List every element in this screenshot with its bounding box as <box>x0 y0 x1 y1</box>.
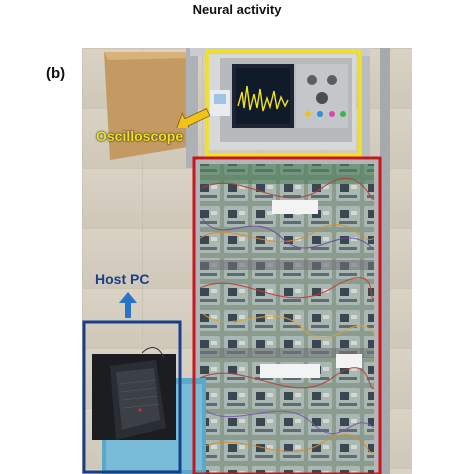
hardware-photo <box>82 48 412 474</box>
panel-label: (b) <box>46 65 66 82</box>
figure-caption: Neural activity <box>192 2 282 17</box>
oscilloscope-label: Oscilloscope <box>96 128 184 144</box>
host-pc-label: Host PC <box>95 271 150 287</box>
arrow-up-icon <box>119 292 137 318</box>
arrow-left-icon <box>171 104 211 132</box>
